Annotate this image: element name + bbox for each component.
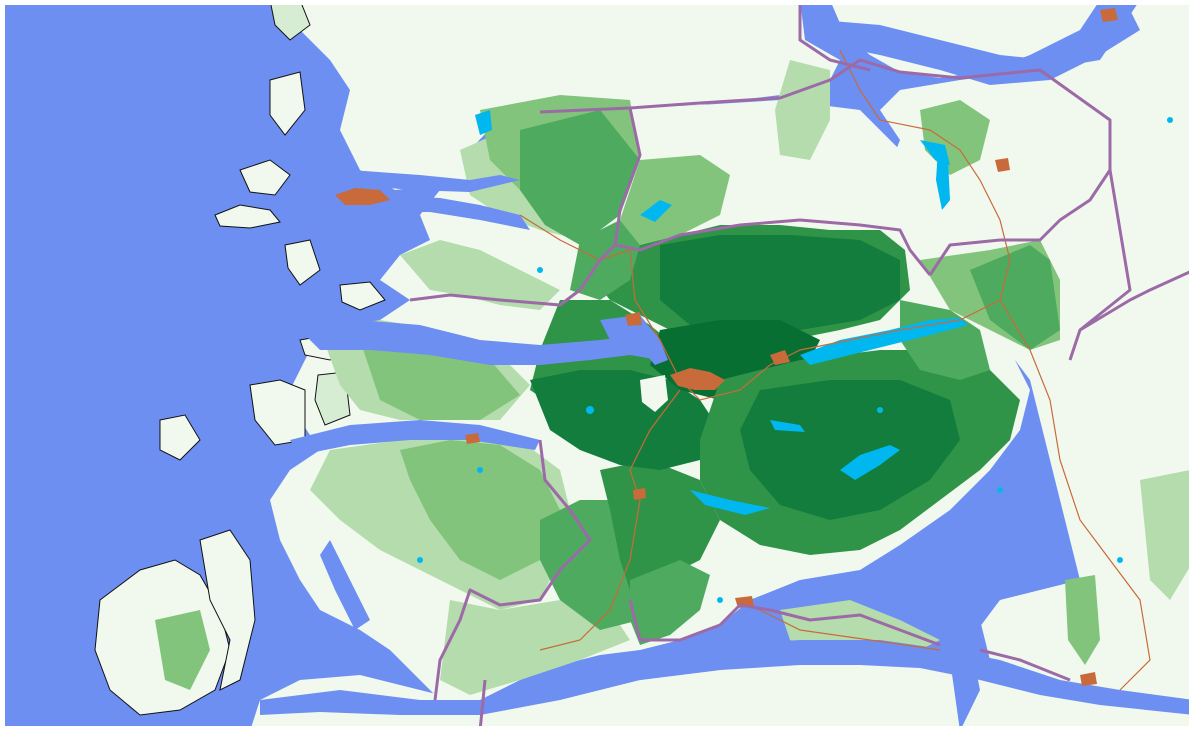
fjords-layer: [260, 10, 1194, 715]
region-south-4: [630, 560, 710, 645]
fjord-northwest: [350, 170, 520, 192]
region-northeast-1: [620, 155, 730, 245]
boundary-far-east: [1079, 268, 1194, 332]
fjord-southwest-inlet: [320, 540, 370, 630]
urban-areas: [335, 8, 1118, 686]
lake-dot-7: [997, 487, 1003, 493]
boundary-north-upper: [539, 58, 1132, 361]
region-southwest-2: [400, 440, 560, 580]
boundary-southeast-far: [979, 648, 1071, 682]
region-southeast-2: [1065, 575, 1100, 665]
urban-central-small: [633, 488, 646, 500]
land-northwest: [300, 0, 840, 190]
urban-north-town: [625, 312, 642, 326]
urban-west-small: [465, 433, 480, 444]
lake-northeast-long: [936, 150, 950, 210]
island-west-2: [239, 159, 291, 196]
urban-main-town: [670, 368, 725, 390]
region-core-east-inner: [740, 380, 960, 520]
lake-dot-5: [417, 557, 423, 563]
lake-dot-3: [537, 267, 543, 273]
lake-dot-9: [877, 407, 883, 413]
region-east-strip: [1140, 470, 1194, 600]
boundary-south-east: [628, 599, 941, 647]
boundary-northeast: [798, 0, 871, 72]
lake-fjord-east: [800, 318, 968, 365]
region-core-far-east: [900, 300, 990, 380]
urban-southeast-small: [1080, 672, 1097, 686]
road-east: [999, 299, 1151, 691]
land-east: [880, 0, 1194, 731]
lake-dot-8: [1167, 117, 1173, 123]
region-core-town-gap: [640, 375, 668, 412]
region-core-north-inner: [660, 235, 900, 335]
road-main-2: [539, 389, 681, 651]
region-west-1: [400, 240, 560, 310]
county-boundaries: [409, 0, 1194, 731]
boundary-south: [433, 439, 592, 701]
island-west-3: [269, 71, 306, 136]
road-south-east: [739, 599, 941, 651]
region-core-center: [530, 370, 720, 470]
fjord-south-inlet: [945, 560, 990, 660]
island-west-9: [199, 529, 256, 691]
fjord-south: [260, 640, 1194, 715]
lake-center-1: [770, 420, 805, 432]
fjord-central-inner: [600, 315, 668, 365]
lake-dot-10: [717, 597, 723, 603]
road-north: [519, 214, 631, 261]
lake-dot-4: [477, 467, 483, 473]
island-north-1: [269, 0, 311, 41]
lake-dot-1: [586, 406, 594, 414]
fjord-northeast: [820, 10, 1140, 85]
region-island-south: [155, 610, 210, 690]
lake-southeast: [840, 445, 900, 480]
lake-south-1: [690, 490, 770, 515]
island-west-5: [339, 281, 386, 311]
fjord-north-inlet: [840, 40, 880, 110]
island-west-7: [159, 414, 201, 461]
boundary-north: [613, 107, 932, 276]
island-west-1: [214, 204, 281, 229]
region-south-1: [440, 600, 630, 695]
lake-north-1: [640, 200, 672, 222]
fjord-south-central: [290, 420, 540, 455]
boundary-east: [928, 169, 1112, 276]
boundary-west: [409, 243, 617, 307]
region-north-inner: [520, 110, 640, 245]
region-east-2: [970, 245, 1060, 350]
lake-northeast-2: [920, 140, 950, 165]
urban-far-northeast: [1100, 8, 1118, 22]
lake-dot-6: [1117, 557, 1123, 563]
island-west-4: [284, 239, 321, 286]
lake-west-1: [475, 110, 492, 135]
lakes-layer: [417, 110, 1173, 603]
urban-west-town: [335, 188, 390, 205]
urban-northeast-town: [995, 158, 1010, 172]
boundary-south-far: [478, 679, 487, 731]
urban-east-town: [770, 350, 790, 365]
fjord-central: [300, 320, 660, 365]
